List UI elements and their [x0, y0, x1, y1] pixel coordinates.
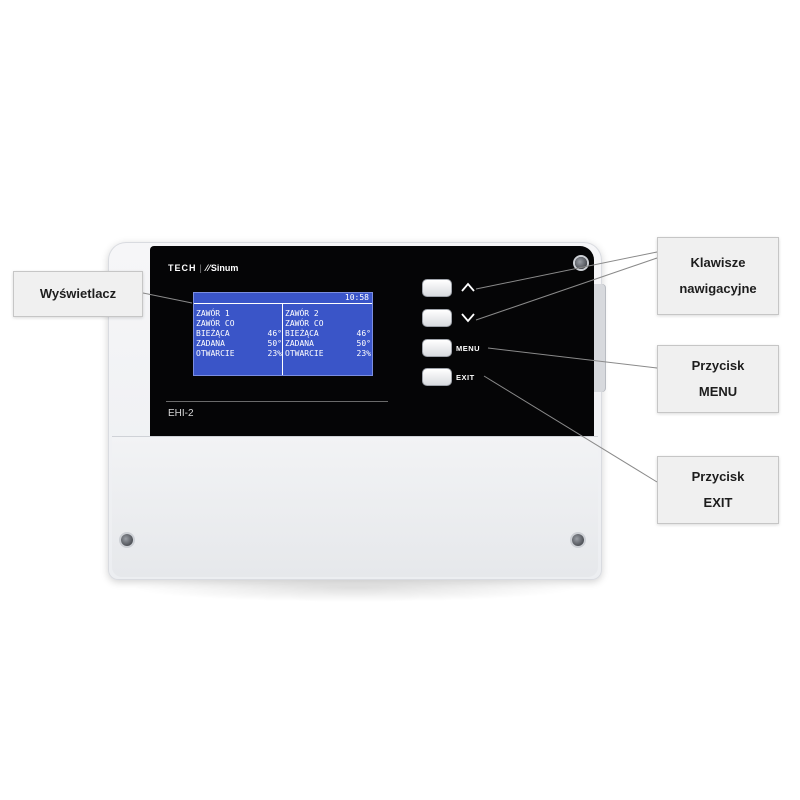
lcd-row-current: BIEŻĄCA 46° [196, 329, 282, 339]
chevron-up-icon [461, 282, 475, 292]
current-temp-value: 46° [356, 329, 371, 338]
lcd-column-divider [282, 304, 283, 375]
nav-up-leader-line [475, 251, 658, 290]
brand-name: TECH [168, 263, 197, 273]
callout-display: Wyświetlacz [13, 271, 143, 317]
down-button[interactable] [422, 309, 452, 327]
brand-separator: | [199, 263, 203, 273]
opening-label: OTWARCIE [285, 349, 324, 358]
screw-icon [572, 534, 584, 546]
current-temp-value: 46° [267, 329, 282, 338]
housing-lower-cover [112, 436, 598, 577]
chevron-down-icon [461, 313, 475, 323]
menu-button-label: MENU [456, 344, 481, 353]
lcd-row-target: ZADANA 50° [196, 339, 282, 349]
target-temp-value: 50° [267, 339, 282, 348]
lcd-row-opening: OTWARCIE 23% [285, 349, 371, 359]
up-button[interactable] [422, 279, 452, 297]
housing-side-latch [594, 284, 606, 392]
callout-menu-line2: MENU [698, 384, 738, 399]
lcd-row-current: BIEŻĄCA 46° [285, 329, 371, 339]
opening-value: 23% [267, 349, 282, 358]
brand-logo: TECH|⁄⁄Sinum [168, 263, 238, 273]
lcd-row-title: ZAWÓR 1 [196, 309, 282, 319]
exit-leader-line [483, 375, 658, 483]
menu-leader-line [487, 347, 658, 369]
current-temp-label: BIEŻĄCA [285, 329, 319, 338]
screw-icon [575, 257, 587, 269]
lcd-row-source: ZAWÓR CO [285, 319, 371, 329]
screw-icon [121, 534, 133, 546]
valve-title: ZAWÓR 2 [285, 309, 319, 318]
model-divider [166, 401, 388, 402]
sinum-icon: ⁄⁄ [205, 263, 211, 273]
callout-menu-line1: Przycisk [691, 358, 745, 373]
nav-down-leader-line [475, 257, 658, 321]
current-temp-label: BIEŻĄCA [196, 329, 230, 338]
lcd-clock: 10:58 [344, 293, 369, 302]
lcd-row-source: ZAWÓR CO [196, 319, 282, 329]
callout-navigation-keys: Klawisze nawigacyjne [657, 237, 779, 315]
callout-display-text: Wyświetlacz [39, 286, 117, 301]
opening-value: 23% [356, 349, 371, 358]
callout-nav-line1: Klawisze [690, 255, 746, 270]
valve-source: ZAWÓR CO [285, 319, 324, 328]
exit-button[interactable] [422, 368, 452, 386]
display-leader-line [142, 292, 193, 304]
callout-nav-line2: nawigacyjne [679, 281, 757, 296]
menu-button[interactable] [422, 339, 452, 357]
target-temp-label: ZADANA [196, 339, 225, 348]
valve-source: ZAWÓR CO [196, 319, 235, 328]
exit-button-label: EXIT [456, 373, 475, 382]
target-temp-value: 50° [356, 339, 371, 348]
target-temp-label: ZADANA [285, 339, 314, 348]
lcd-status-bar: 10:58 [194, 293, 372, 304]
callout-menu-button: Przycisk MENU [657, 345, 779, 413]
lcd-valve-1-column: ZAWÓR 1 ZAWÓR CO BIEŻĄCA 46° ZADANA 50° OT… [196, 309, 282, 359]
lcd-row-target: ZADANA 50° [285, 339, 371, 349]
opening-label: OTWARCIE [196, 349, 235, 358]
valve-title: ZAWÓR 1 [196, 309, 230, 318]
sub-brand-name: Sinum [210, 263, 239, 273]
model-label: EHI-2 [168, 408, 194, 419]
lcd-row-opening: OTWARCIE 23% [196, 349, 282, 359]
callout-exit-line2: EXIT [703, 495, 733, 510]
lcd-row-title: ZAWÓR 2 [285, 309, 371, 319]
lcd-valve-2-column: ZAWÓR 2 ZAWÓR CO BIEŻĄCA 46° ZADANA 50° OT… [285, 309, 371, 359]
callout-exit-button: Przycisk EXIT [657, 456, 779, 524]
callout-exit-line1: Przycisk [691, 469, 745, 484]
